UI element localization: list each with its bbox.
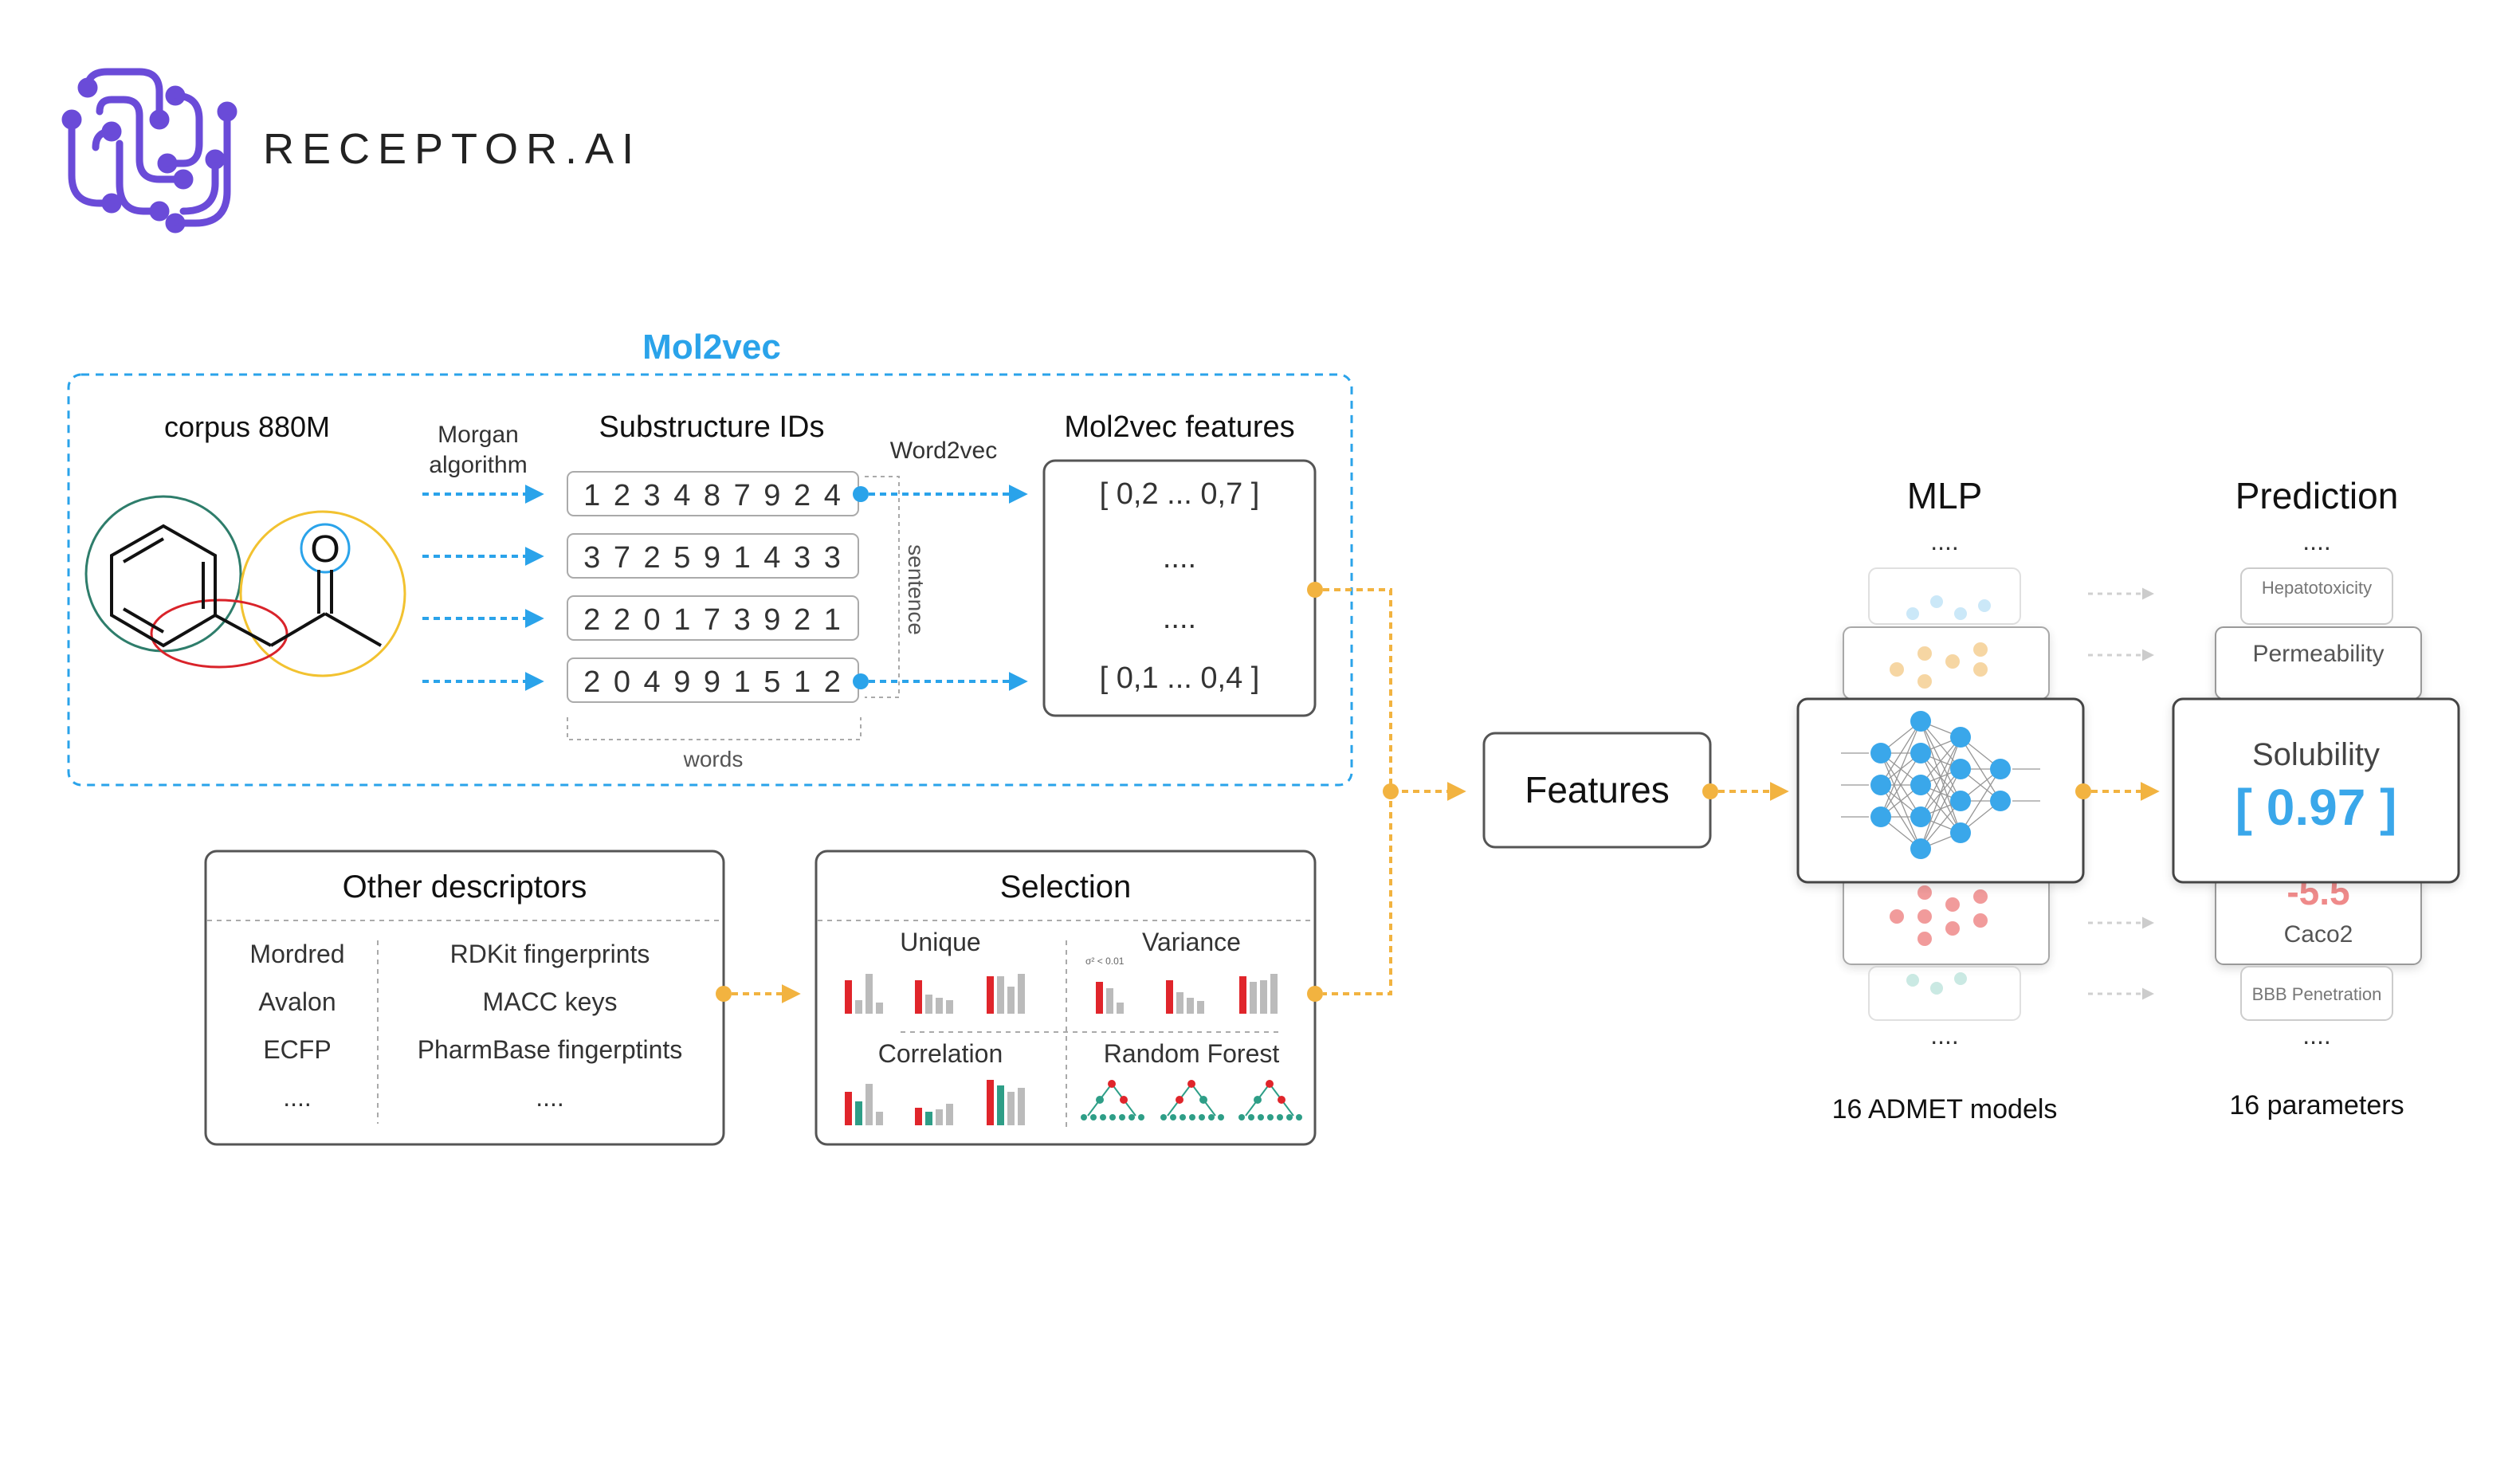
variance-bars-icon	[1096, 974, 1278, 1014]
descriptor-item: ....	[283, 1083, 312, 1112]
descriptor-item: Mordred	[249, 940, 344, 968]
variance-note: σ² < 0.01	[1085, 956, 1125, 967]
feature-row: ....	[1163, 541, 1196, 575]
descriptor-item: MACC keys	[483, 987, 618, 1016]
feature-row: [ 0,2 ... 0,7 ]	[1100, 477, 1260, 511]
descriptor-item: Avalon	[258, 987, 336, 1016]
card-label: Permeability	[2252, 641, 2384, 667]
selection-quadrant-unique: Unique	[900, 928, 980, 956]
substructure-circle-blue	[300, 523, 351, 574]
features-output-dot	[1702, 783, 1718, 799]
corpus-label: corpus 880M	[164, 410, 330, 443]
mlp-card-faded-bottom	[1868, 966, 2021, 1021]
mlp-card-orange	[1843, 626, 2050, 700]
unique-bars-icon	[845, 974, 1025, 1014]
morgan-arrows	[422, 485, 544, 691]
prediction-dots-top: ....	[2302, 527, 2331, 555]
neuron-nodes	[1870, 711, 2011, 859]
substructure-circle-red	[150, 599, 289, 669]
word2vec-arrows	[853, 485, 1028, 691]
feature-row: [ 0,1 ... 0,4 ]	[1100, 661, 1260, 695]
sentence-bracket	[865, 476, 900, 698]
words-label: words	[683, 747, 744, 771]
mol2vec-title: Mol2vec	[642, 328, 781, 367]
id-row-box	[567, 533, 859, 579]
descriptor-item: ....	[536, 1083, 564, 1112]
substructure-circle-green	[84, 495, 242, 653]
card-label: BBB Penetration	[2252, 984, 2382, 1004]
random-forest-nodes-icon	[1081, 1080, 1302, 1121]
mol2vec-output-dot	[1307, 582, 1323, 598]
other-descriptors-title: Other descriptors	[343, 869, 587, 905]
prediction-caption: 16 parameters	[2229, 1090, 2404, 1121]
prediction-card-caco2: -5.5 Caco2	[2215, 871, 2422, 965]
id-row: 2 2 0 1 7 3 9 2 1	[583, 603, 843, 637]
mlp-card-faded-top	[1868, 567, 2021, 625]
descriptor-item: ECFP	[263, 1035, 331, 1064]
id-row: 3 7 2 5 9 1 4 3 3	[583, 541, 843, 575]
words-bracket	[567, 717, 862, 740]
correlation-bars-icon	[845, 1080, 1025, 1125]
selection-output-dot	[1307, 986, 1323, 1002]
selection-quadrant-variance: Variance	[1142, 928, 1241, 956]
mlp-dots-top: ....	[1930, 527, 1959, 555]
id-row-box	[567, 595, 859, 641]
id-row: 1 2 3 4 8 7 9 2 4	[583, 479, 843, 512]
solubility-value: [ 0.97 ]	[2235, 779, 2397, 836]
card-label: Hepatotoxicity	[2262, 578, 2372, 598]
descriptors-to-selection-arrow	[716, 984, 801, 1003]
mlp-card-red	[1843, 876, 2050, 965]
junction-dot	[1383, 783, 1399, 799]
prediction-dots-bottom: ....	[2302, 1021, 2331, 1050]
descriptor-item: RDKit fingerprints	[450, 940, 650, 968]
substructure-circle-yellow	[239, 510, 406, 677]
mol2vec-features-title: Mol2vec features	[1064, 410, 1294, 444]
mlp-dots-bottom: ....	[1930, 1021, 1959, 1050]
receptor-logo-icon	[61, 68, 237, 234]
molecule-structure: O	[84, 495, 406, 677]
morgan-label-line2: algorithm	[429, 452, 527, 478]
mlp-card-main	[1796, 697, 2085, 884]
id-row: 2 0 4 9 9 1 5 1 2	[583, 665, 843, 699]
substructure-title: Substructure IDs	[599, 410, 825, 444]
mlp-output-dot	[2075, 783, 2091, 799]
prediction-card-solubility: Solubility [ 0.97 ]	[2172, 697, 2460, 884]
selection-quadrant-correlation: Correlation	[878, 1039, 1003, 1068]
features-label: Features	[1525, 769, 1670, 810]
prediction-card-permeability: Permeability	[2215, 626, 2422, 700]
sentence-label: sentence	[904, 544, 928, 635]
card-label: Caco2	[2284, 921, 2353, 948]
morgan-label-line1: Morgan	[438, 422, 519, 448]
mlp-title: MLP	[1907, 475, 1983, 516]
oxygen-atom-label: O	[310, 528, 340, 571]
faded-arrows	[2088, 587, 2154, 1000]
selection-quadrant-random-forest: Random Forest	[1104, 1039, 1280, 1068]
feature-row: ....	[1163, 602, 1196, 635]
prediction-card-bbb: BBB Penetration	[2240, 966, 2393, 1021]
mlp-caption: 16 ADMET models	[1832, 1094, 2058, 1124]
mol2vec-frame	[67, 373, 1353, 787]
selection-title: Selection	[1000, 869, 1132, 905]
solubility-label: Solubility	[2252, 737, 2380, 772]
brand-name: RECEPTOR.AI	[263, 125, 642, 173]
word2vec-label: Word2vec	[890, 438, 998, 464]
id-rows: 1 2 3 4 8 7 9 2 4 3 7 2 5 9 1 4 3 3 2 2 …	[567, 471, 859, 703]
descriptor-item: PharmBase fingerptints	[418, 1035, 683, 1064]
prediction-title: Prediction	[2235, 475, 2399, 516]
prediction-card-hepatotoxicity: Hepatotoxicity	[2240, 567, 2393, 625]
